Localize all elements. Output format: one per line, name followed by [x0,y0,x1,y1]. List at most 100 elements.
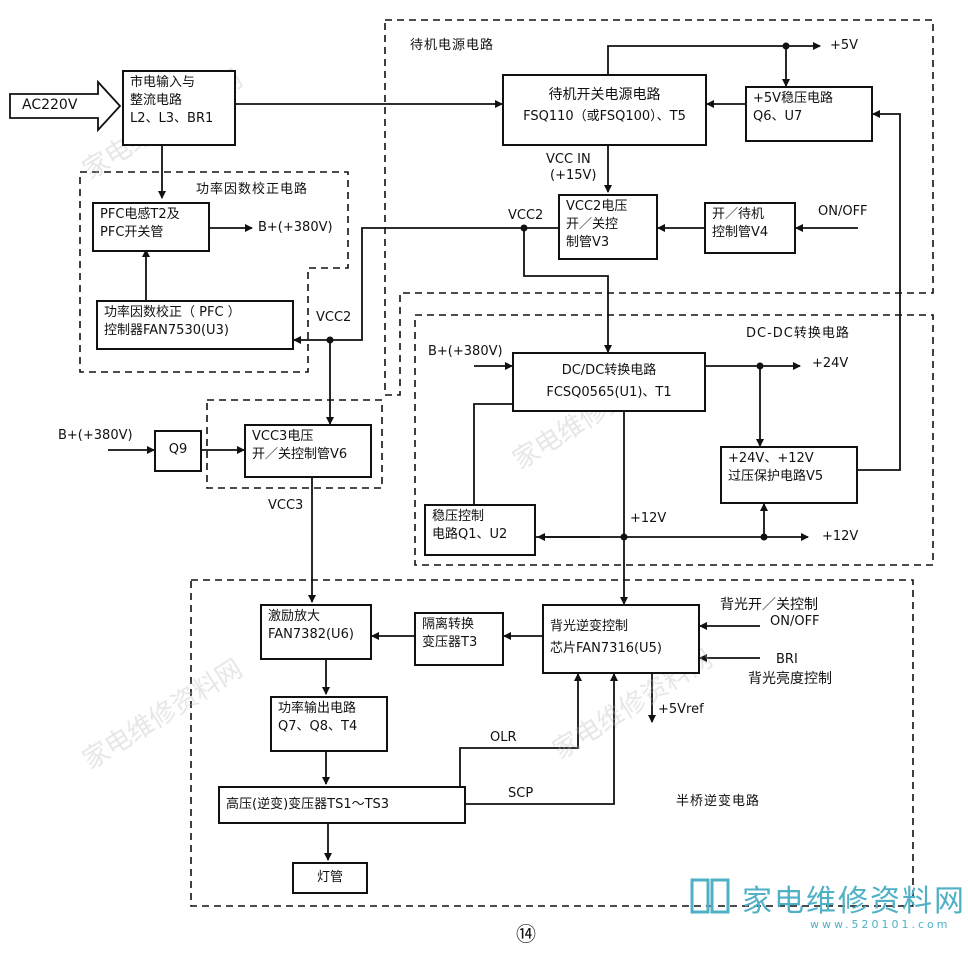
bplus-q9-label: B+(+380V) [58,428,133,443]
ovp-block: +24V、+12V 过压保护电路V5 [720,446,858,504]
scp-label: SCP [508,786,534,801]
reg5v-block: +5V稳压电路 Q6、U7 [745,86,873,142]
block-line: 待机开关电源电路 [548,87,661,103]
wire-ovp-reg5v [858,110,901,471]
block-line: 整流电路 [130,93,183,108]
dcdc-block: DC/DC转换电路 FCSQ0565(U1)、T1 [512,352,706,412]
junction-12v-right [760,533,768,541]
wire-olr [459,673,582,788]
block-line: 市电输入与 [130,75,196,90]
block-line: Q7、Q8、T4 [278,719,358,734]
block-line: Q6、U7 [753,109,803,124]
wire-scp [466,673,618,805]
q9-block: Q9 [154,430,202,472]
driver-block: 激励放大 FAN7382(U6) [260,604,372,660]
block-line: 控制器FAN7530(U3) [104,323,229,338]
block-line: 过压保护电路V5 [728,469,824,484]
watermark-logo: 家电维修资料网 www.520101.com [690,872,964,952]
junction-vcc2-top [520,224,528,232]
vcc3-region-outline [206,399,383,489]
block-line: 开／待机 [712,207,765,222]
block-line: VCC2电压 [566,199,628,214]
standby-region-outline [384,19,934,396]
block-line: Q9 [168,442,188,457]
vref-label: +5Vref [658,702,704,717]
block-line: 开／关控 [566,217,619,232]
block-line: +5V稳压电路 [753,91,834,106]
block-line: 功率输出电路 [278,701,357,716]
plus12v-right-label: +12V [822,529,859,544]
plus24v-label: +24V [812,356,849,371]
vcc2-switch-block: VCC2电压 开／关控 制管V3 [558,194,658,260]
junction-5v [782,42,790,50]
ac-input-arrow [9,79,122,133]
regulation-control-block: 稳压控制 电路Q1、U2 [424,504,536,556]
power-output-block: 功率输出电路 Q7、Q8、T4 [270,696,388,752]
brightness-control-title: 背光亮度控制 [748,671,832,687]
block-line: VCC3电压 [252,429,314,444]
wire-plus5v [607,42,821,74]
plus15v-label: (+15V) [550,168,597,183]
block-line: PFC电感T2及 [100,207,180,222]
standby-region-title: 待机电源电路 [410,38,495,53]
block-line: 隔离转换 [422,617,475,632]
bplus-dcdc-label: B+(+380V) [428,344,503,359]
junction-24v [756,362,764,370]
pfc-region-title: 功率因数校正电路 [196,182,309,197]
dcdc-region-outline [414,314,934,566]
mains-rectifier-block: 市电输入与 整流电路 L2、L3、BR1 [122,70,236,146]
wire-regctrl-dcdc [473,400,523,504]
block-line: 背光逆变控制 [550,619,629,634]
block-line: FSQ110（或FSQ100）、T5 [523,109,686,124]
block-line: 激励放大 [268,609,321,624]
block-line: 变压器T3 [422,635,478,650]
backlight-onoff-label: ON/OFF [770,614,820,629]
page-number: ⑭ [516,922,536,946]
vcc3-label: VCC3 [268,498,304,513]
pfc-inductor-block: PFC电感T2及 PFC开关管 [92,202,210,252]
standby-smps-block: 待机开关电源电路 FSQ110（或FSQ100）、T5 [502,74,707,146]
plus5v-label: +5V [830,38,859,53]
block-line: 控制管V4 [712,225,769,240]
block-line: +24V、+12V [728,451,814,466]
halfbridge-region-title: 半桥逆变电路 [676,794,761,809]
block-line: PFC开关管 [100,225,164,240]
pfc-region-outline [79,171,349,373]
backlight-onoff-title: 背光开／关控制 [720,597,818,613]
standby-control-block: 开／待机 控制管V4 [704,202,796,254]
block-line: 灯管 [316,870,343,885]
plus12v-mid-label: +12V [630,511,667,526]
junction-vcc2-left [326,336,334,344]
block-line: DC/DC转换电路 [561,363,657,378]
vcc3-switch-block: VCC3电压 开／关控制管V6 [244,424,372,478]
watermark-text: 家电维修资料网 [78,654,248,776]
dcdc-region-title: DC-DC转换电路 [746,326,850,341]
lamp-block: 灯管 [292,862,368,894]
vcc2-label-left: VCC2 [316,310,352,325]
block-line: FAN7382(U6) [268,627,354,642]
watermark-logo-icon [690,878,730,914]
wire-vcc2-dcdc [523,228,612,353]
block-line: 高压(逆变)变压器TS1～TS3 [226,797,390,812]
junction-12v-mid [620,533,628,541]
watermark-url: www.520101.com [810,918,951,931]
block-line: 功率因数校正（ PFC ） [104,305,241,320]
halfbridge-region-outline [190,579,914,907]
block-line: 开／关控制管V6 [252,447,348,462]
block-line: 芯片FAN7316(U5) [550,641,662,656]
olr-label: OLR [490,730,517,745]
ac-input-label: AC220V [22,97,78,113]
block-line: 电路Q1、U2 [432,527,508,542]
block-line: 稳压控制 [432,509,485,524]
bri-label: BRI [776,652,798,667]
watermark-logo-text: 家电维修资料网 [742,884,966,919]
block-line: FCSQ0565(U1)、T1 [546,385,672,400]
onoff-label: ON/OFF [818,204,868,219]
bplus-pfc-label: B+(+380V) [258,220,333,235]
block-line: L2、L3、BR1 [130,111,214,126]
pfc-controller-block: 功率因数校正（ PFC ） 控制器FAN7530(U3) [96,300,294,350]
vcc-in-label: VCC IN [546,152,591,167]
backlight-controller-block: 背光逆变控制 芯片FAN7316(U5) [542,604,700,674]
isolation-transformer-block: 隔离转换 变压器T3 [414,612,504,666]
